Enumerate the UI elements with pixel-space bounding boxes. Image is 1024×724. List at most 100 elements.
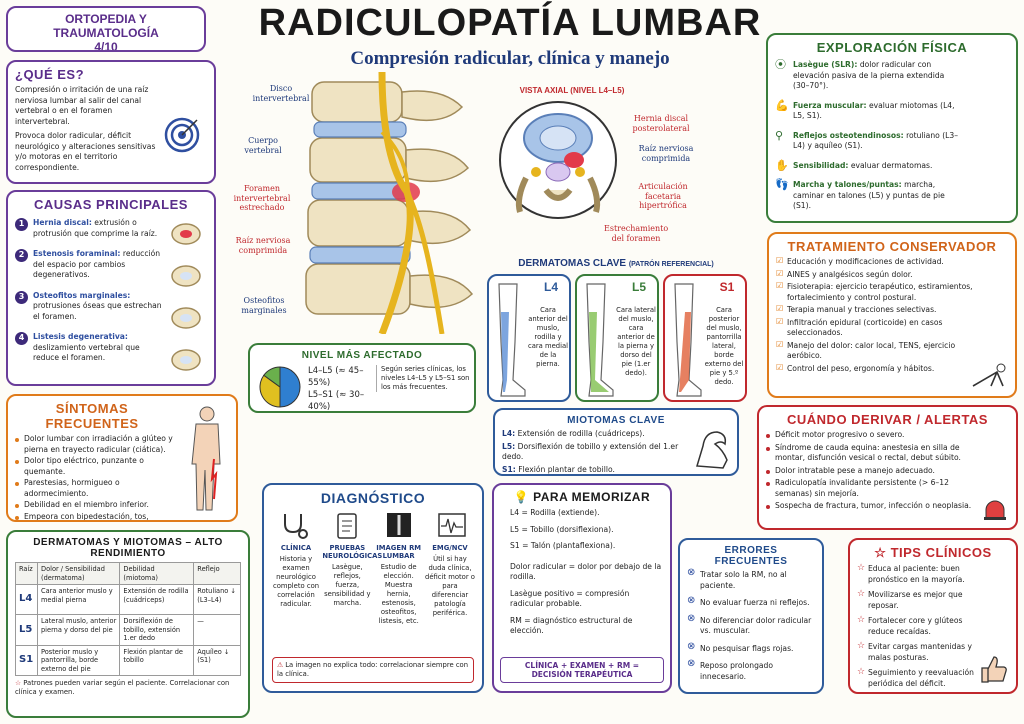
- diagnostico-title: DIAGNÓSTICO: [320, 490, 426, 506]
- label-foramen: Foramen intervertebral estrechado: [233, 184, 291, 212]
- dermatoma-root: S1: [719, 280, 735, 294]
- sintoma-item: Debilidad en el miembro inferior.: [15, 500, 185, 511]
- table-cell: L5: [15, 614, 38, 646]
- exploracion-item: 👣Marcha y talones/puntas: marcha, camina…: [775, 179, 1009, 212]
- axial-articulacion: Articulación facetaria hipertrófica: [638, 182, 688, 210]
- exploracion-desc: evaluar dermatomas.: [850, 160, 933, 170]
- tratamiento-item: Control del peso, ergonomía y hábitos.: [776, 363, 976, 375]
- exploracion-box: EXPLORACIÓN FÍSICA ⦿ Lasègue (SLR): dolor…: [766, 33, 1018, 223]
- exploracion-item: ✋ Sensibilidad: evaluar dermatomas.: [775, 158, 1009, 172]
- derivar-item: Sospecha de fractura, tumor, infección o…: [766, 501, 978, 512]
- nivel-note: Según series clínicas, los niveles L4–L5…: [376, 365, 470, 392]
- leg-icon: [586, 283, 614, 397]
- exam-icon: ✋: [775, 158, 789, 172]
- axial-view: [499, 101, 617, 219]
- error-item: No pesquisar flags rojas.: [687, 642, 812, 655]
- exam-icon: ⚲: [775, 128, 784, 142]
- exam-icon: 💪: [775, 98, 789, 112]
- causas-title: CAUSAS PRINCIPALES: [34, 197, 188, 212]
- que-es-title: ¿QUÉ ES?: [15, 67, 85, 82]
- table-header: Reflejo: [193, 562, 241, 585]
- label-raiz: Raíz nerviosa comprimida: [235, 236, 291, 255]
- causas-box: CAUSAS PRINCIPALES 1 Hernia discal: extru…: [6, 190, 216, 386]
- tips-box: ☆ TIPS CLÍNICOS Educa al paciente: buen …: [848, 538, 1018, 694]
- memorizar-item: Dolor radicular = dolor por debajo de la…: [510, 561, 662, 582]
- diagnostico-col-text: Historia y examen neurológico completo c…: [272, 555, 320, 608]
- pie-slice: [259, 374, 281, 408]
- page-title: RADICULOPATÍA LUMBAR: [258, 2, 762, 44]
- tratamiento-item: Terapia manual y tracciones selectivas.: [776, 304, 976, 316]
- memorizar-box: 💡 PARA MEMORIZAR L4 = Rodilla (extiende)…: [492, 483, 672, 693]
- exploracion-text: Lasègue (SLR): dolor radicular con eleva…: [793, 60, 961, 92]
- errores-title: ERRORES FRECUENTES: [714, 545, 788, 567]
- tabla-title: DERMATOMAS Y MIOTOMAS – ALTO RENDIMIENTO: [33, 537, 223, 559]
- exam-icon: ⦿: [775, 58, 786, 71]
- miotoma-item: L4: Extensión de rodilla (cuádriceps).: [502, 429, 692, 440]
- causa-desc: extrusión o protrusión que comprime la r…: [33, 218, 158, 238]
- table-header: Debilidad (miotoma): [119, 562, 195, 585]
- diagnostico-col-name: EMG/NCV: [432, 544, 468, 552]
- dermatoma-root: L4: [543, 280, 558, 294]
- tratamiento-box: TRATAMIENTO CONSERVADOR Educación y modi…: [767, 232, 1017, 398]
- diagnostico-col-name: IMAGEN RM LUMBAR: [376, 544, 422, 560]
- exploracion-title: EXPLORACIÓN FÍSICA: [816, 40, 968, 55]
- causa-number: 1: [15, 218, 28, 231]
- exploracion-name: Reflejos osteotendinosos:: [793, 130, 904, 140]
- exploracion-text: Sensibilidad: evaluar dermatomas.: [793, 161, 961, 172]
- que-es-box: ¿QUÉ ES? Compresión o irritación de una …: [6, 60, 216, 184]
- derivar-box: CUÁNDO DERIVAR / ALERTAS Déficit motor p…: [757, 405, 1018, 530]
- sintomas-title: SÍNTOMAS FRECUENTES: [45, 401, 139, 431]
- tip-item: Evitar cargas mantenidas y malas postura…: [857, 641, 977, 663]
- table-cell: S1: [15, 644, 38, 676]
- causa-name: Hernia discal:: [33, 218, 92, 227]
- causa-name: Listesis degenerativa:: [33, 332, 128, 341]
- nivel-pie-chart: [259, 366, 301, 408]
- miotoma-root: S1:: [502, 464, 516, 474]
- tip-item: Fortalecer core y glúteos reduce recaída…: [857, 615, 977, 637]
- table-cell: Flexión plantar de tobillo: [119, 644, 195, 676]
- mri-icon: [387, 513, 412, 537]
- table-header: Raíz: [15, 562, 38, 585]
- exploracion-desc: evaluar miotomas (L4, L5, S1).: [793, 100, 955, 121]
- pie-slice: [279, 366, 301, 408]
- table-cell: Rotuliano ↓ (L3–L4): [193, 584, 241, 615]
- sintoma-item: Empeora con bipedestación, tos, estornud…: [15, 512, 185, 520]
- memorizar-footer: CLÍNICA + EXAMEN + RM = DECISIÓN TERAPÉU…: [500, 657, 664, 683]
- lightbulb-icon: 💡: [513, 490, 530, 504]
- causa-text: Estenosis foraminal: reducción del espac…: [33, 249, 165, 281]
- causa-desc: deslizamiento vertebral que reduce el fo…: [33, 342, 140, 363]
- tips-star-icon: ☆: [874, 545, 887, 560]
- table-cell: Extensión de rodilla (cuádriceps): [119, 584, 195, 615]
- tratamiento-item: Manejo del dolor: calor local, TENS, eje…: [776, 340, 976, 362]
- error-item: No diferenciar dolor radicular vs. muscu…: [687, 614, 812, 637]
- exploracion-name: Lasègue (SLR):: [793, 60, 858, 69]
- causa-number: 3: [15, 290, 28, 304]
- dermatoma-text: Cara posterior del muslo, pantorrilla la…: [704, 306, 744, 386]
- specialty: ORTOPEDIA Y TRAUMATOLOGÍA: [53, 12, 159, 40]
- exercise-icon: [972, 363, 1006, 387]
- label-osteofitos: Osteofitos marginales: [241, 296, 287, 315]
- nivel-row: L5–S1 (≈ 30–40%): [308, 390, 365, 412]
- dermatomas-title: DERMATOMAS CLAVE (PATRÓN REFERENCIAL): [486, 258, 746, 269]
- tratamiento-item: AINES y analgésicos según dolor.: [776, 269, 976, 281]
- vertebra-icon: [171, 223, 201, 245]
- thumbs-up-icon: [981, 656, 1007, 683]
- memorizar-item: Lasègue positivo = compresión radicular …: [510, 588, 630, 609]
- axial-hernia: Hernia discal posterolateral: [632, 114, 690, 133]
- exploracion-text: Reflejos osteotendinosos: rotuliano (L3–…: [793, 131, 961, 152]
- vertebra-icon: [171, 265, 201, 287]
- exploracion-item: ⦿ Lasègue (SLR): dolor radicular con elev…: [775, 58, 1009, 92]
- diagnostico-col-text: Estudio de elección. Muestra hernia, est…: [378, 563, 419, 625]
- derivar-title: CUÁNDO DERIVAR / ALERTAS: [787, 412, 988, 427]
- clipboard-icon: [336, 513, 357, 539]
- tratamiento-item: Infiltración epidural (corticoide) en ca…: [776, 317, 976, 339]
- causa-item: 4 Listesis degenerativa: deslizamiento ve…: [15, 332, 165, 364]
- causa-number: 4: [15, 332, 28, 345]
- nivel-box: NIVEL MÁS AFECTADO L4–L5 (≈ 45–55%)L5–S1…: [248, 343, 476, 413]
- sintoma-item: Dolor tipo eléctrico, punzante o quemant…: [15, 456, 185, 477]
